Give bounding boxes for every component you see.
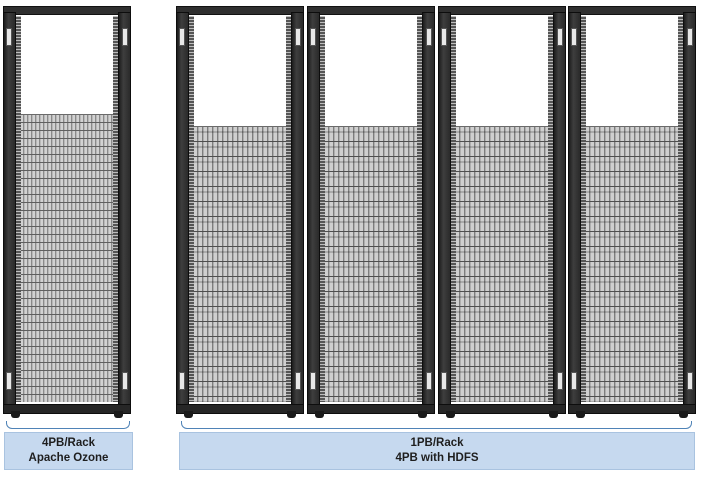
rack-foot xyxy=(184,411,193,418)
rack-foot xyxy=(418,411,427,418)
rack-handle xyxy=(441,372,447,390)
rack-handle xyxy=(557,372,563,390)
rack-base xyxy=(307,404,435,414)
rack-right-post xyxy=(553,12,566,406)
hdfs-label-box: 1PB/Rack 4PB with HDFS xyxy=(179,432,695,470)
rack-handle xyxy=(179,372,185,390)
rack-handle xyxy=(571,372,577,390)
rack-left-post xyxy=(307,12,320,406)
rack-left-rail xyxy=(581,16,586,402)
rack-handle xyxy=(179,28,185,46)
rack-right-post xyxy=(291,12,304,406)
ozone-capacity-label: 4PB/Rack xyxy=(41,437,96,449)
rack-left-rail xyxy=(451,16,456,402)
rack-handle xyxy=(295,28,301,46)
rack-handle xyxy=(426,28,432,46)
rack-right-post xyxy=(422,12,435,406)
hdfs-rack xyxy=(176,6,304,418)
rack-foot xyxy=(287,411,296,418)
rack-right-rail xyxy=(417,16,422,402)
hdfs-server-stack xyxy=(586,126,678,402)
rack-right-rail xyxy=(678,16,683,402)
rack-handle xyxy=(557,28,563,46)
ozone-bracket xyxy=(6,421,130,429)
rack-handle xyxy=(310,28,316,46)
rack-handle xyxy=(687,372,693,390)
rack-foot xyxy=(549,411,558,418)
rack-left-rail xyxy=(16,16,21,402)
rack-foot xyxy=(315,411,324,418)
hdfs-server-stack xyxy=(194,126,286,402)
rack-left-post xyxy=(438,12,451,406)
ozone-server-stack xyxy=(21,114,113,402)
rack-handle xyxy=(687,28,693,46)
rack-handle xyxy=(122,372,128,390)
ozone-system-label: Apache Ozone xyxy=(28,452,109,464)
rack-top-frame xyxy=(3,6,131,15)
rack-handle xyxy=(6,28,12,46)
rack-left-post xyxy=(176,12,189,406)
rack-handle xyxy=(571,28,577,46)
rack-handle xyxy=(310,372,316,390)
hdfs-rack xyxy=(568,6,696,418)
rack-right-rail xyxy=(548,16,553,402)
ozone-label-box: 4PB/Rack Apache Ozone xyxy=(4,432,133,470)
rack-handle xyxy=(6,372,12,390)
rack-foot xyxy=(576,411,585,418)
rack-foot xyxy=(11,411,20,418)
rack-top-frame xyxy=(438,6,566,15)
rack-handle xyxy=(441,28,447,46)
rack-handle xyxy=(426,372,432,390)
ozone-rack xyxy=(3,6,131,418)
rack-left-post xyxy=(568,12,581,406)
rack-right-post xyxy=(118,12,131,406)
rack-handle xyxy=(295,372,301,390)
rack-foot xyxy=(446,411,455,418)
rack-handle xyxy=(122,28,128,46)
rack-base xyxy=(568,404,696,414)
rack-foot xyxy=(679,411,688,418)
hdfs-server-stack xyxy=(325,126,417,402)
hdfs-rack xyxy=(307,6,435,418)
rack-left-post xyxy=(3,12,16,406)
rack-base xyxy=(438,404,566,414)
rack-base xyxy=(176,404,304,414)
hdfs-server-stack xyxy=(456,126,548,402)
rack-right-rail xyxy=(113,16,118,402)
rack-top-frame xyxy=(176,6,304,15)
rack-top-frame xyxy=(568,6,696,15)
rack-left-rail xyxy=(189,16,194,402)
rack-top-frame xyxy=(307,6,435,15)
rack-right-post xyxy=(683,12,696,406)
rack-left-rail xyxy=(320,16,325,402)
rack-right-rail xyxy=(286,16,291,402)
hdfs-rack xyxy=(438,6,566,418)
hdfs-system-label: 4PB with HDFS xyxy=(395,452,479,464)
rack-base xyxy=(3,404,131,414)
hdfs-bracket xyxy=(181,421,692,429)
rack-foot xyxy=(114,411,123,418)
hdfs-capacity-label: 1PB/Rack xyxy=(410,437,464,449)
